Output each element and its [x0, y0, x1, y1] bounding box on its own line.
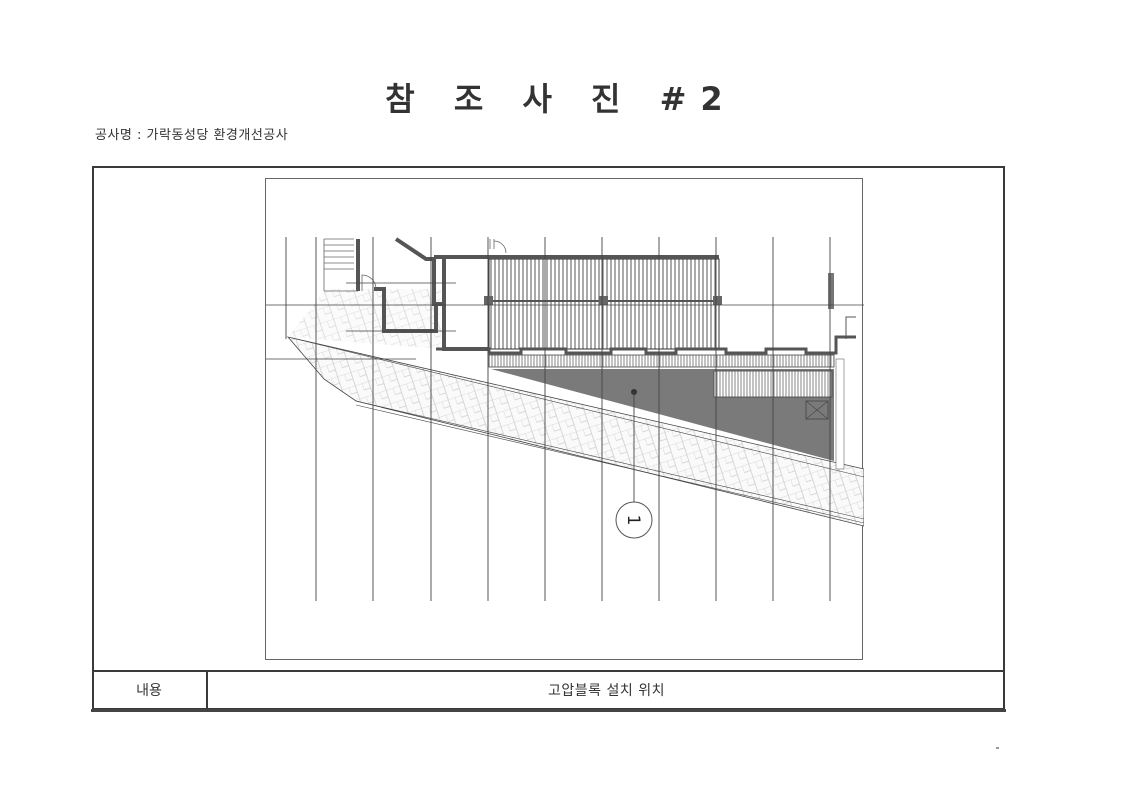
bottom-border	[91, 709, 1006, 712]
svg-text:1: 1	[623, 515, 643, 526]
callout-marker-1: 1	[623, 515, 643, 526]
info-label: 내용	[92, 672, 208, 708]
reference-photo: 1	[265, 178, 864, 660]
info-table-row: 내용 고압블록 설치 위치	[92, 670, 1005, 708]
site-plan-drawing: 1	[266, 237, 864, 601]
page-title: 참 조 사 진 #2	[385, 80, 737, 118]
info-value: 고압블록 설치 위치	[548, 683, 665, 699]
scan-speck	[996, 747, 999, 749]
project-name: 공사명 : 가락동성당 환경개선공사	[95, 128, 289, 143]
